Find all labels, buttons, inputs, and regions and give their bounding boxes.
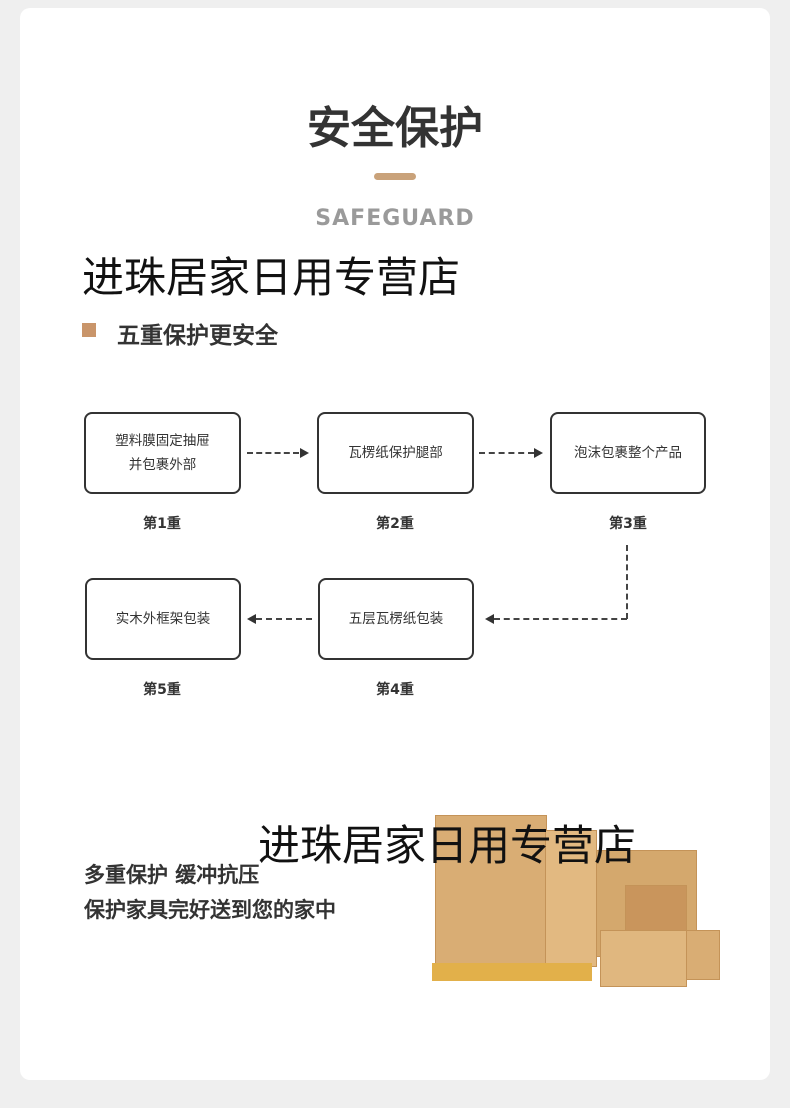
arrow-right-icon bbox=[534, 448, 543, 458]
page-title: 安全保护 bbox=[307, 103, 483, 154]
step-3-tag: 第3重 bbox=[598, 513, 658, 536]
step-4-tag: 第4重 bbox=[365, 679, 425, 702]
section-bullet-icon bbox=[82, 323, 96, 337]
step-2-box: 瓦楞纸保护腿部 bbox=[317, 412, 474, 494]
tagline-2: 保护家具完好送到您的家中 bbox=[84, 898, 336, 922]
step-1-line-2: 并包裹外部 bbox=[128, 457, 197, 473]
arrow-line-4-5 bbox=[256, 618, 312, 620]
arrow-line-2-3 bbox=[479, 452, 534, 454]
title-divider bbox=[374, 173, 416, 180]
step-1-tag: 第1重 bbox=[132, 513, 192, 536]
arrow-line-1-2 bbox=[247, 452, 299, 454]
watermark-2: 进珠居家日用专营店 bbox=[258, 821, 637, 870]
step-2-tag: 第2重 bbox=[365, 513, 425, 536]
watermark: 进珠居家日用专营店 bbox=[82, 253, 461, 302]
step-4-box: 五层瓦楞纸包装 bbox=[318, 578, 474, 660]
arrow-line-3-4-vertical bbox=[626, 545, 628, 619]
arrow-left-icon bbox=[485, 614, 494, 624]
step-1-box: 塑料膜固定抽屉并包裹外部 bbox=[84, 412, 241, 494]
subtitle: SAFEGUARD bbox=[315, 206, 475, 231]
step-1-line-1: 塑料膜固定抽屉 bbox=[115, 433, 210, 449]
boxes-illustration bbox=[420, 810, 740, 990]
arrow-left-icon bbox=[247, 614, 256, 624]
arrow-right-icon bbox=[300, 448, 309, 458]
step-3-box: 泡沫包裹整个产品 bbox=[550, 412, 706, 494]
arrow-line-3-4 bbox=[494, 618, 627, 620]
step-5-box: 实木外框架包装 bbox=[85, 578, 241, 660]
tagline-1: 多重保护 缓冲抗压 bbox=[84, 863, 260, 887]
step-5-tag: 第5重 bbox=[132, 679, 192, 702]
section-title: 五重保护更安全 bbox=[117, 323, 278, 349]
